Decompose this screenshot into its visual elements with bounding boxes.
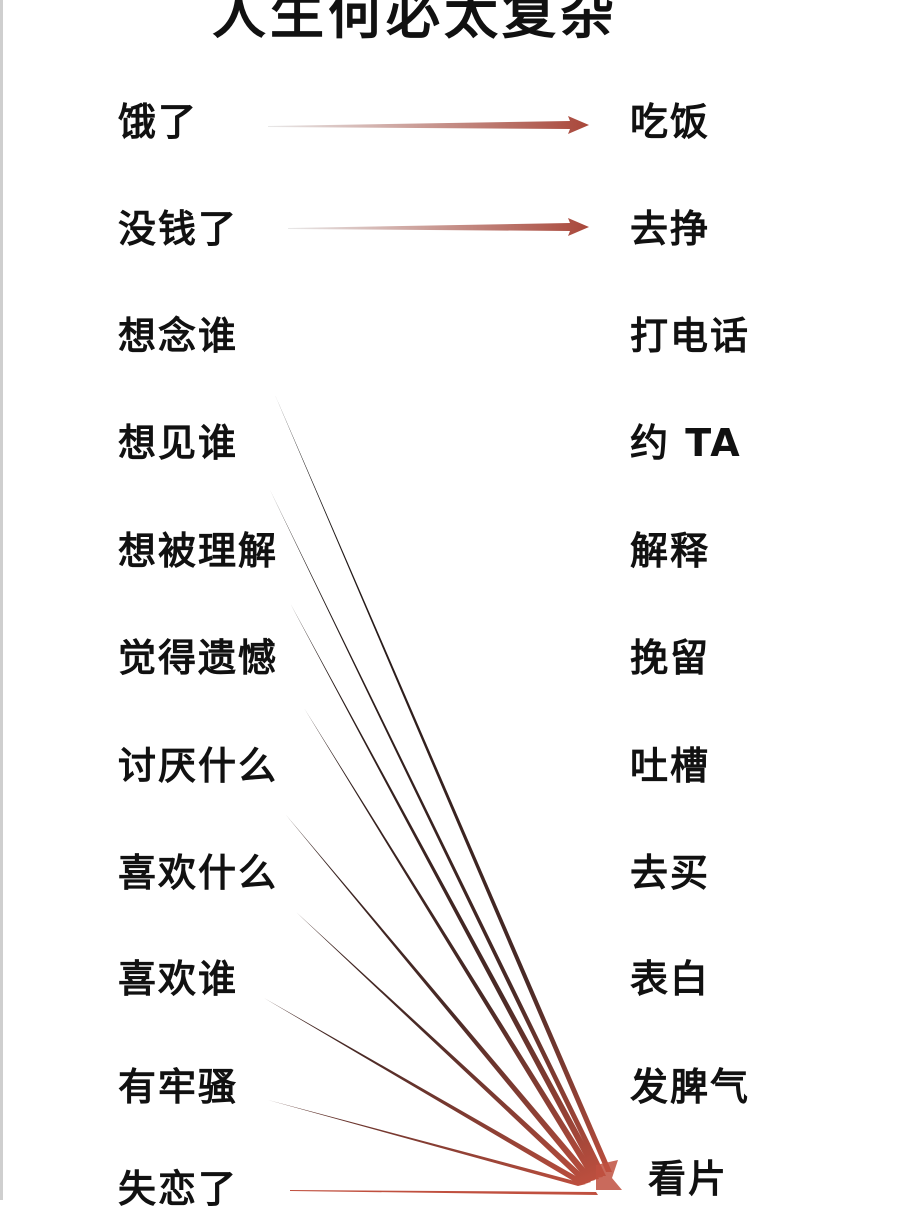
fan-line-1 (275, 395, 612, 1172)
fan-line-6 (296, 912, 591, 1184)
problem-label-want-to-see: 想见谁 (118, 421, 239, 465)
action-label-temper: 发脾气 (630, 1065, 751, 1109)
action-label-eat: 吃饭 (630, 100, 711, 144)
problem-label-heartbroken: 失恋了 (118, 1167, 239, 1211)
fan-convergence-tip (596, 1160, 622, 1190)
fan-line-8 (268, 1100, 586, 1186)
action-label-explain: 解释 (630, 529, 711, 573)
fan-line-2 (270, 490, 606, 1176)
fan-line-9 (290, 1190, 598, 1195)
problem-label-complaint: 有牢骚 (118, 1065, 239, 1109)
problem-label-miss-someone: 想念谁 (118, 314, 239, 358)
left-border (0, 0, 3, 1200)
problem-label-like-thing: 喜欢什么 (118, 851, 279, 895)
fan-line-4 (304, 708, 599, 1180)
problem-label-dislike: 讨厌什么 (118, 744, 279, 788)
arrow-hungry-to-eat (268, 116, 589, 134)
problem-label-like-person: 喜欢谁 (118, 957, 239, 1001)
action-label-watch-movie: 看片 (648, 1157, 729, 1201)
page-title: 人生何必太复杂 (212, 0, 618, 46)
problem-label-no-money: 没钱了 (118, 207, 239, 251)
problem-label-hungry: 饿了 (118, 100, 199, 144)
fan-line-5 (286, 815, 595, 1182)
problem-label-regret: 觉得遗憾 (118, 636, 279, 680)
action-label-buy: 去买 (630, 851, 711, 895)
action-label-keep: 挽留 (630, 636, 711, 680)
action-label-vent: 吐槽 (630, 744, 711, 788)
action-label-date: 约 TA (630, 421, 742, 465)
fan-line-3 (290, 603, 603, 1178)
action-label-call: 打电话 (630, 314, 751, 358)
arrow-nomoney-to-earn (288, 218, 589, 236)
action-label-confess: 表白 (630, 957, 711, 1001)
fan-line-7 (264, 998, 588, 1185)
problem-label-understood: 想被理解 (118, 529, 279, 573)
action-label-earn: 去挣 (630, 207, 711, 251)
